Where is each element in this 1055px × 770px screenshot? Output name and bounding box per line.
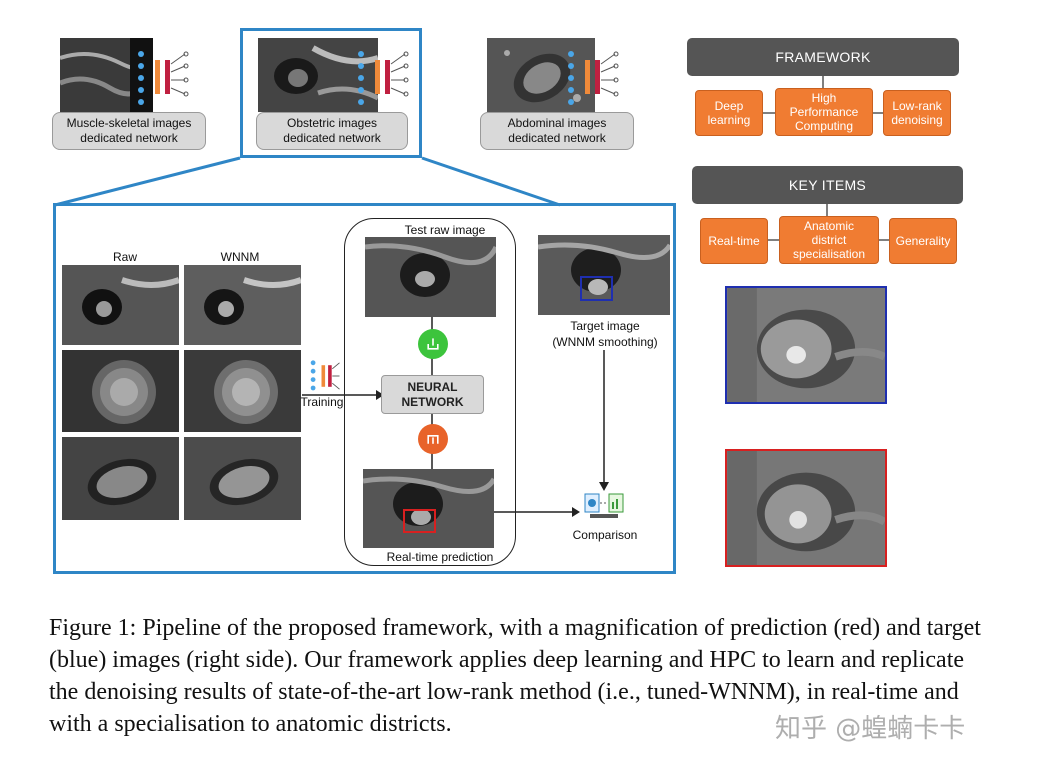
obstetric-label: Obstetric images dedicated network xyxy=(256,112,408,150)
comparison-label: Comparison xyxy=(572,528,638,542)
download-icon xyxy=(418,424,448,454)
key-items-title: KEY ITEMS xyxy=(692,166,963,204)
realtime-prediction-label: Real-time prediction xyxy=(386,550,494,564)
watermark: 知乎 @蝗蝻卡卡 xyxy=(775,714,966,744)
wnnm-image-musculoskeletal xyxy=(184,350,301,432)
abdominal-label: Abdominal images dedicated network xyxy=(480,112,634,150)
wnnm-image-abdominal xyxy=(184,437,301,520)
training-label: Training xyxy=(300,395,344,409)
key-item-generality: Generality xyxy=(889,218,957,264)
muscle-skeletal-ultrasound-image xyxy=(60,38,153,112)
target-ultrasound-image xyxy=(538,235,670,315)
prediction-to-comparison-arrow xyxy=(494,507,580,517)
framework-title: FRAMEWORK xyxy=(687,38,959,76)
test-raw-image-label: Test raw image xyxy=(404,223,486,237)
training-arrow xyxy=(302,390,384,400)
obstetric-ultrasound-image xyxy=(258,38,378,112)
inference-container xyxy=(344,218,516,566)
comparison-icon xyxy=(582,492,626,522)
key-item-anatomic-district: Anatomic district specialisation xyxy=(779,216,879,264)
raw-image-obstetric xyxy=(62,265,179,345)
abdominal-ultrasound-image xyxy=(487,38,595,112)
raw-image-musculoskeletal xyxy=(62,350,179,432)
prediction-roi-box xyxy=(403,509,436,533)
network-icon xyxy=(565,46,620,106)
target-roi-box xyxy=(580,276,613,301)
obstetric-highlight-frame xyxy=(240,28,422,158)
network-icon xyxy=(135,46,190,106)
column-raw-label: Raw xyxy=(112,250,137,264)
muscle-skeletal-label: Muscle-skeletal images dedicated network xyxy=(52,112,206,150)
upload-icon xyxy=(418,329,448,359)
raw-image-abdominal xyxy=(62,437,179,520)
zoom-connector-lines xyxy=(54,156,561,207)
magnified-prediction-image xyxy=(725,449,887,567)
realtime-prediction-image xyxy=(363,469,494,548)
figure-caption: Figure 1: Pipeline of the proposed frame… xyxy=(49,612,989,740)
network-icon xyxy=(355,46,410,106)
framework-item-hpc: High Performance Computing xyxy=(775,88,873,136)
test-raw-ultrasound-image xyxy=(365,237,496,317)
network-icon xyxy=(308,358,344,394)
target-image-label: Target image (WNNM smoothing) xyxy=(552,319,658,349)
target-to-comparison-arrow xyxy=(599,350,609,491)
caption-text: Figure 1: Pipeline of the proposed frame… xyxy=(49,615,981,737)
framework-item-low-rank: Low-rank denoising xyxy=(883,90,951,136)
framework-item-deep-learning: Deep learning xyxy=(695,90,763,136)
magnified-target-image xyxy=(725,286,887,404)
detail-panel xyxy=(53,203,676,574)
neural-network-box: NEURAL NETWORK xyxy=(381,375,484,414)
column-wnnm-label: WNNM xyxy=(220,250,260,264)
wnnm-image-obstetric xyxy=(184,265,301,345)
key-item-real-time: Real-time xyxy=(700,218,768,264)
